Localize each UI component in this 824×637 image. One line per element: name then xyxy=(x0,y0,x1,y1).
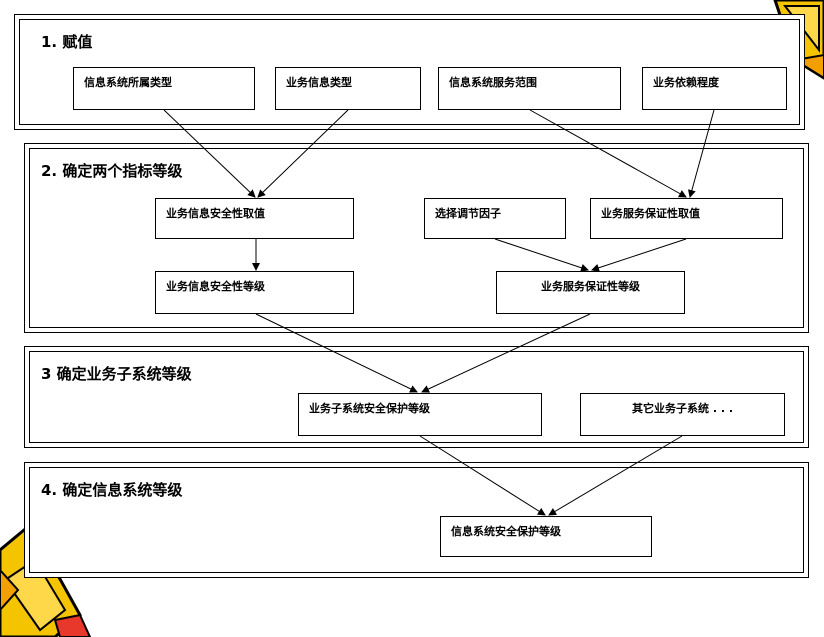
pencil-decoration-bottom-left xyxy=(0,522,92,637)
box-subsystem-protection-level: 业务子系统安全保护等级 xyxy=(298,393,542,436)
panel-determine-info-system-level: 4. 确定信息系统等级 xyxy=(24,462,809,578)
box-business-service-assurance-level: 业务服务保证性等级 xyxy=(496,271,685,314)
box-business-dependency: 业务依赖程度 xyxy=(642,67,787,110)
panel-title: 3 确定业务子系统等级 xyxy=(41,365,192,383)
box-business-info-security-level: 业务信息安全性等级 xyxy=(155,271,354,314)
box-info-system-service-scope: 信息系统服务范围 xyxy=(438,67,621,110)
box-info-system-protection-level: 信息系统安全保护等级 xyxy=(440,516,652,557)
panel-title: 1. 赋值 xyxy=(41,33,93,51)
box-info-system-type: 信息系统所属类型 xyxy=(73,67,255,110)
box-other-subsystems: 其它业务子系统 . . . xyxy=(580,393,785,436)
panel-title: 2. 确定两个指标等级 xyxy=(41,162,183,180)
box-business-service-assurance-value: 业务服务保证性取值 xyxy=(590,198,783,239)
box-business-info-security-value: 业务信息安全性取值 xyxy=(155,198,354,239)
box-select-adjust-factor: 选择调节因子 xyxy=(424,198,566,239)
box-business-info-type: 业务信息类型 xyxy=(275,67,421,110)
panel-title: 4. 确定信息系统等级 xyxy=(41,481,183,499)
